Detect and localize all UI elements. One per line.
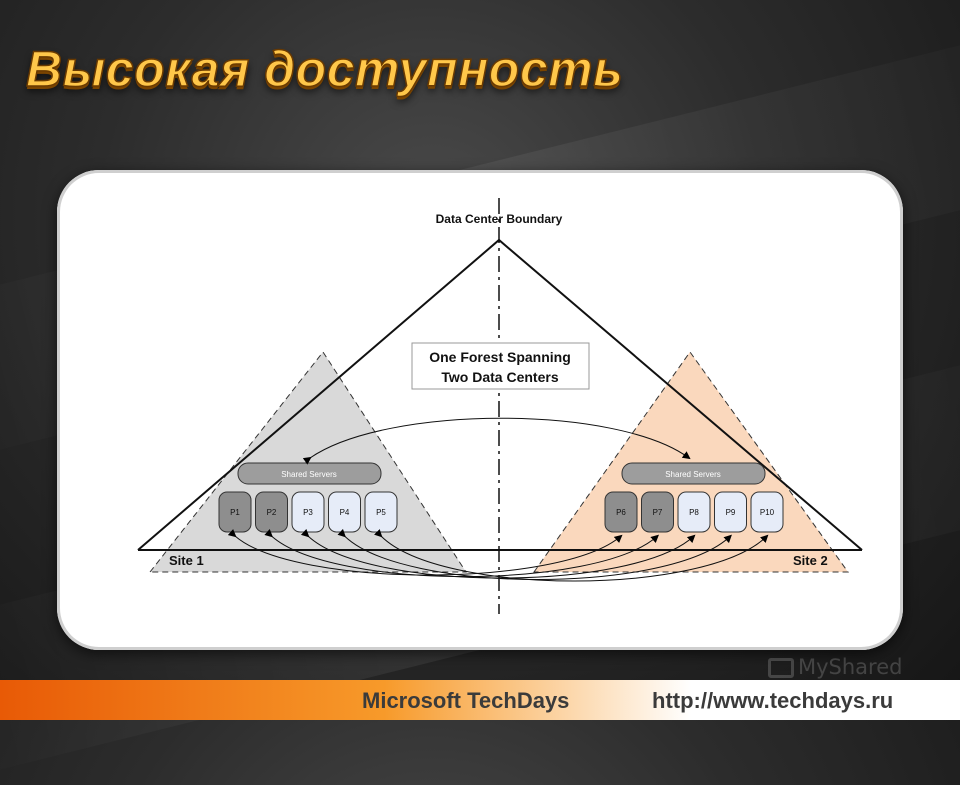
footer-url-link[interactable]: http://www.techdays.ru: [652, 688, 894, 713]
watermark-text: MyShared: [798, 655, 903, 679]
server-partition-label: P4: [340, 508, 350, 517]
server-partition: P7: [641, 491, 674, 533]
watermark-logo-icon: [768, 658, 794, 678]
server-partition: P4: [328, 491, 361, 533]
diagram-panel: Data Center Boundary One Forest Spanning…: [57, 170, 903, 650]
server-partition-label: P3: [303, 508, 313, 517]
replication-link: [264, 529, 659, 577]
server-partition-label: P1: [230, 508, 240, 517]
server-partition: P2: [255, 491, 288, 533]
server-partition: P1: [218, 491, 252, 533]
shared-servers-link: [302, 417, 691, 465]
replication-link: [373, 528, 769, 582]
server-partition: P10: [750, 491, 784, 533]
slide-title: Высокая доступность: [25, 40, 624, 98]
site2-shared-servers: [621, 462, 766, 485]
forest-label-line2: Two Data Centers: [441, 369, 558, 385]
server-partition-label: P7: [653, 508, 663, 517]
watermark: MyShared: [768, 655, 902, 679]
replication-link: [300, 528, 696, 579]
server-partition: P9: [714, 491, 747, 533]
site1-label: Site 1: [169, 553, 204, 568]
server-partition-label: P5: [376, 508, 386, 517]
server-partition-label: P10: [760, 508, 775, 517]
server-partition-label: P2: [267, 508, 277, 517]
server-partition: P3: [291, 491, 325, 533]
boundary-label: Data Center Boundary: [436, 212, 563, 226]
server-partition-label: P9: [726, 508, 736, 517]
server-partition-label: P6: [616, 508, 626, 517]
forest-label-line1: One Forest Spanning: [429, 349, 571, 365]
site2-label: Site 2: [793, 553, 828, 568]
replication-links: [227, 528, 769, 582]
replication-link: [227, 529, 623, 576]
server-partition: P5: [364, 491, 398, 533]
footer-bar: Microsoft TechDays http://www.techdays.r…: [0, 680, 960, 720]
site1-shared-servers-label: Shared Servers: [281, 470, 337, 479]
server-partition: P6: [604, 491, 638, 533]
server-partitions: P1 P2 P3 P4 P5 P6 P7 P8 P9 P10: [218, 491, 784, 533]
server-partition-label: P8: [689, 508, 699, 517]
diagram-svg: Data Center Boundary One Forest Spanning…: [137, 198, 863, 614]
forest-label-box: [411, 342, 590, 390]
site2-shared-servers-label: Shared Servers: [665, 470, 721, 479]
replication-link: [337, 528, 732, 580]
server-partition: P8: [677, 491, 711, 533]
footer-event-name: Microsoft TechDays: [362, 688, 570, 713]
